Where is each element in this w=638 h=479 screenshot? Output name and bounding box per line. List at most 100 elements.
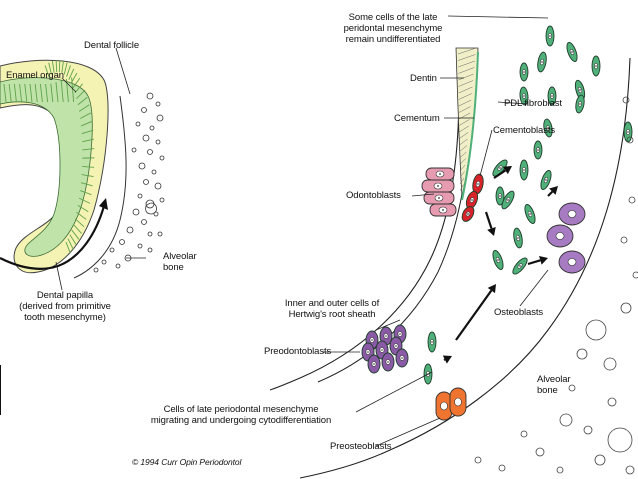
pdl-fibroblast-cell bbox=[492, 250, 504, 270]
pdl-fibroblast-cell bbox=[501, 190, 515, 210]
bone-dot bbox=[474, 456, 482, 464]
dentin-stripe bbox=[458, 67, 475, 74]
label-odontoblasts: Odontoblasts bbox=[346, 190, 401, 201]
bone-dot bbox=[137, 243, 143, 249]
leader-line bbox=[411, 193, 435, 197]
pdl-fibroblast-cell bbox=[427, 331, 437, 353]
dentin-stripe bbox=[458, 73, 474, 81]
bone-dot bbox=[119, 239, 125, 245]
label-dentin: Dentin bbox=[410, 73, 437, 84]
papilla-stripe bbox=[63, 62, 68, 75]
pdl-fibroblast-cell bbox=[533, 140, 543, 160]
bone-dot bbox=[520, 430, 528, 438]
dentin-stripe bbox=[458, 106, 471, 113]
pdl-fibroblast-cell bbox=[519, 86, 529, 106]
migration-arrow bbox=[455, 284, 496, 341]
pdl-fibroblast-cell bbox=[566, 42, 578, 62]
preodontoblast-cells bbox=[361, 324, 409, 374]
cementoblast-cells bbox=[461, 173, 484, 222]
pdl-fibroblast-cell bbox=[492, 159, 508, 177]
bone-dot bbox=[132, 208, 140, 216]
osteoblast-cell bbox=[558, 250, 586, 274]
papilla-stripe bbox=[61, 60, 64, 73]
cementum-layer bbox=[461, 51, 479, 201]
papilla-stripe bbox=[81, 129, 94, 135]
preosteoblast-cell bbox=[449, 387, 467, 417]
root-growth-arrowhead bbox=[99, 198, 108, 210]
osteoblast-cells bbox=[546, 202, 586, 274]
copyright-notice: © 1994 Curr Opin Periodontol bbox=[132, 457, 242, 467]
preodontoblast-cell bbox=[381, 352, 395, 372]
bone-dot bbox=[157, 231, 163, 237]
pdl-fibroblast-cell bbox=[623, 121, 633, 143]
bone-dot bbox=[620, 302, 632, 314]
label-dental-papilla: Dental papilla (derived from primitive t… bbox=[19, 290, 111, 323]
bone-dot bbox=[559, 413, 573, 427]
osteoblast-cell bbox=[546, 224, 574, 248]
dentin-stripe bbox=[458, 60, 475, 68]
label-dental-follicle: Dental follicle bbox=[84, 40, 139, 51]
label-alveolar-bone-left: Alveolar bone bbox=[163, 251, 197, 273]
papilla-stripe bbox=[82, 138, 95, 143]
bone-dot bbox=[535, 447, 545, 457]
dentin-stripe bbox=[459, 171, 465, 178]
papilla-stripe bbox=[78, 197, 91, 204]
dentin-stripe bbox=[459, 125, 469, 133]
papilla-stripe bbox=[55, 82, 59, 103]
bone-dot bbox=[155, 101, 161, 107]
bone-dot bbox=[137, 193, 143, 199]
dentin-stripe bbox=[458, 86, 473, 94]
papilla-stripe bbox=[77, 205, 89, 213]
papilla-stripe bbox=[51, 60, 55, 73]
papilla-stripe bbox=[39, 83, 43, 103]
papilla-stripe bbox=[48, 62, 52, 75]
papilla-stripe bbox=[80, 182, 93, 187]
bone-dot bbox=[620, 236, 628, 244]
bone-dot bbox=[146, 92, 154, 100]
papilla-stripe bbox=[60, 80, 64, 103]
bone-dot bbox=[115, 263, 121, 269]
papilla-stripe bbox=[82, 165, 95, 168]
cementoblast-cell bbox=[461, 206, 475, 222]
bone-dot bbox=[141, 107, 147, 113]
preosteoblast-cell bbox=[435, 391, 453, 421]
pdl-fibroblast-cell bbox=[495, 186, 505, 206]
dental-papilla-band bbox=[0, 77, 93, 257]
label-enamel-organ: Enamel organ bbox=[6, 70, 64, 81]
dentin-stripe bbox=[459, 177, 465, 185]
leader-line bbox=[479, 129, 493, 177]
bone-dot bbox=[142, 134, 150, 142]
preodontoblast-cell bbox=[395, 348, 409, 368]
osteoblast-cell bbox=[558, 202, 586, 226]
bone-dot bbox=[568, 384, 576, 392]
label-preosteoblasts: Preosteoblasts bbox=[330, 441, 392, 452]
dentin-stripe bbox=[459, 138, 468, 146]
odontoblast-cell bbox=[425, 167, 455, 181]
papilla-stripe bbox=[65, 241, 71, 254]
bone-dot bbox=[628, 196, 636, 204]
bone-dot bbox=[498, 464, 506, 472]
bone-dot bbox=[159, 197, 165, 203]
label-pdl-fibroblast: PDL fibroblast bbox=[504, 98, 562, 109]
papilla-stripe bbox=[74, 83, 83, 94]
leader-line bbox=[519, 269, 549, 307]
bone-dot bbox=[583, 425, 593, 435]
dentin-stripe bbox=[458, 54, 476, 61]
dentin-stripe bbox=[458, 99, 472, 107]
pdl-fibroblast-cell bbox=[540, 170, 552, 190]
pdl-fibroblast-cell bbox=[519, 159, 529, 181]
papilla-stripe bbox=[77, 96, 88, 106]
papilla-stripe bbox=[3, 83, 7, 103]
papilla-stripe bbox=[29, 83, 33, 103]
leader-line bbox=[447, 15, 549, 19]
label-alveolar-bone-right: Alveolar bone bbox=[537, 374, 571, 396]
migration-arrow bbox=[547, 186, 558, 197]
dentin-stripe bbox=[459, 145, 468, 152]
migration-arrow bbox=[484, 211, 496, 236]
pdl-fibroblast-cell bbox=[547, 86, 557, 106]
bone-dot bbox=[576, 348, 588, 360]
leader-line bbox=[61, 77, 77, 93]
papilla-stripe bbox=[19, 83, 23, 103]
